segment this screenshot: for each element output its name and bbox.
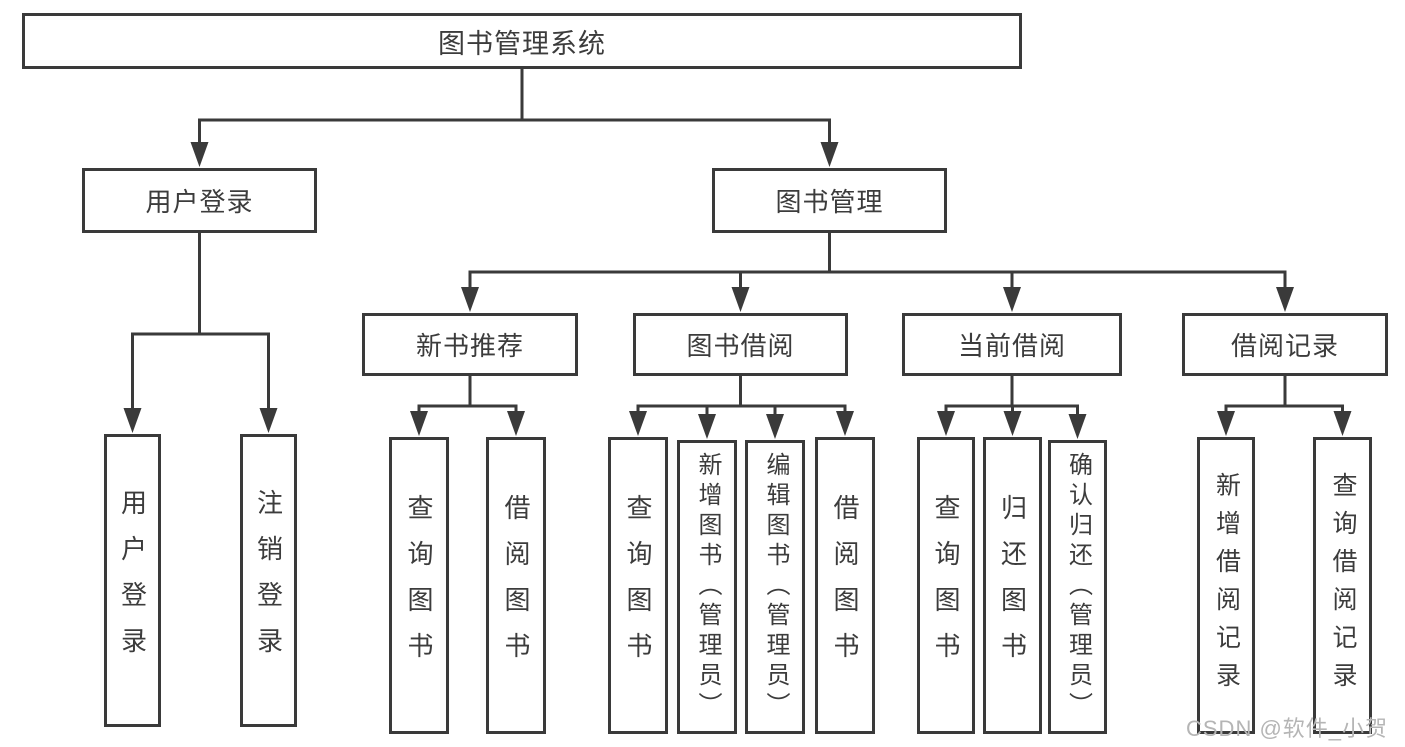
node-label-leaf-rec-borrow: 借阅图书 bbox=[501, 493, 531, 678]
arrowhead-down-icon bbox=[507, 411, 525, 436]
arrowhead-down-icon bbox=[1276, 287, 1294, 312]
node-label-leaf-bb-add: 新增图书（管理员） bbox=[694, 452, 721, 722]
node-label-leaf-br-query: 查询借阅记录 bbox=[1329, 471, 1357, 700]
node-box-leaf-logout: 注销登录 bbox=[240, 434, 297, 727]
node-label-leaf-bb-edit: 编辑图书（管理员） bbox=[762, 452, 789, 722]
node-box-leaf-rec-borrow: 借阅图书 bbox=[486, 437, 546, 734]
node-box-leaf-br-add: 新增借阅记录 bbox=[1197, 437, 1255, 734]
node-box-new-book-rec: 新书推荐 bbox=[362, 313, 578, 376]
node-box-leaf-bb-query: 查询图书 bbox=[608, 437, 668, 734]
arrowhead-down-icon bbox=[698, 414, 716, 439]
node-label-leaf-cb-query: 查询图书 bbox=[931, 493, 961, 678]
arrowhead-down-icon bbox=[461, 287, 479, 312]
arrowhead-down-icon bbox=[410, 411, 428, 436]
node-label-leaf-bb-query: 查询图书 bbox=[623, 493, 653, 678]
node-box-user-login: 用户登录 bbox=[82, 168, 317, 233]
node-box-leaf-cb-query: 查询图书 bbox=[917, 437, 975, 734]
node-box-leaf-user-login: 用户登录 bbox=[104, 434, 161, 727]
node-label-current-borrow: 当前借阅 bbox=[957, 331, 1066, 361]
node-label-book-mgmt: 图书管理 bbox=[775, 187, 884, 217]
arrowhead-down-icon bbox=[1217, 411, 1235, 436]
arrowhead-down-icon bbox=[836, 411, 854, 436]
node-label-root: 图书管理系统 bbox=[438, 28, 606, 59]
node-label-leaf-bb-borrow: 借阅图书 bbox=[830, 493, 860, 678]
arrowhead-down-icon bbox=[123, 408, 142, 433]
node-box-leaf-bb-add: 新增图书（管理员） bbox=[677, 440, 737, 734]
arrowhead-down-icon bbox=[1003, 287, 1021, 312]
node-box-leaf-rec-query: 查询图书 bbox=[389, 437, 449, 734]
node-box-leaf-bb-borrow: 借阅图书 bbox=[815, 437, 875, 734]
arrowhead-down-icon bbox=[1003, 411, 1022, 436]
node-label-book-borrow: 图书借阅 bbox=[686, 331, 795, 361]
node-box-borrow-records: 借阅记录 bbox=[1182, 313, 1388, 376]
arrowhead-down-icon bbox=[629, 411, 647, 436]
node-box-book-mgmt: 图书管理 bbox=[712, 168, 947, 233]
arrowhead-down-icon bbox=[190, 142, 209, 167]
arrowhead-down-icon bbox=[259, 408, 278, 433]
arrowhead-down-icon bbox=[937, 411, 955, 436]
node-label-borrow-records: 借阅记录 bbox=[1230, 331, 1339, 361]
node-label-leaf-logout: 注销登录 bbox=[253, 488, 284, 673]
node-label-leaf-br-add: 新增借阅记录 bbox=[1212, 471, 1241, 700]
node-box-root: 图书管理系统 bbox=[22, 13, 1022, 69]
arrowhead-down-icon bbox=[1068, 414, 1087, 439]
node-box-leaf-bb-edit: 编辑图书（管理员） bbox=[745, 440, 805, 734]
node-label-leaf-user-login: 用户登录 bbox=[117, 488, 148, 673]
arrowhead-down-icon bbox=[731, 287, 750, 312]
node-label-leaf-cb-confirm: 确认归还（管理员） bbox=[1064, 452, 1092, 722]
arrowhead-down-icon bbox=[820, 142, 839, 167]
watermark: CSDN @软件_小贺同学 bbox=[1186, 716, 1389, 741]
node-box-book-borrow: 图书借阅 bbox=[633, 313, 848, 376]
node-label-new-book-rec: 新书推荐 bbox=[415, 331, 524, 361]
node-box-leaf-cb-return: 归还图书 bbox=[983, 437, 1042, 734]
arrowhead-down-icon bbox=[1333, 411, 1352, 436]
node-box-leaf-cb-confirm: 确认归还（管理员） bbox=[1048, 440, 1107, 734]
node-box-leaf-br-query: 查询借阅记录 bbox=[1313, 437, 1372, 734]
node-label-leaf-rec-query: 查询图书 bbox=[404, 493, 434, 678]
node-label-leaf-cb-return: 归还图书 bbox=[997, 493, 1028, 678]
arrowhead-down-icon bbox=[766, 414, 784, 439]
node-label-user-login: 用户登录 bbox=[145, 187, 254, 217]
node-box-current-borrow: 当前借阅 bbox=[902, 313, 1122, 376]
